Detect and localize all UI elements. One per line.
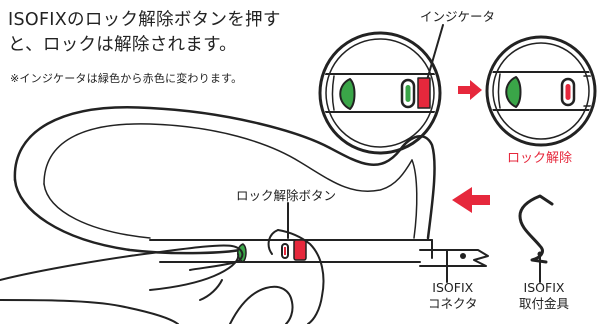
indicator-red-icon xyxy=(565,84,571,100)
unlocked-label: ロック解除 xyxy=(507,151,573,166)
anchor-label-line-2: 取付金具 xyxy=(519,296,570,311)
hands-illustration xyxy=(0,229,325,324)
release-button-label: ロック解除ボタン xyxy=(236,188,337,203)
indicator-green-icon xyxy=(405,85,411,102)
instruction-line-1: ISOFIXのロック解除ボタンを押す xyxy=(8,10,281,30)
release-button-red xyxy=(293,239,307,261)
magnified-view-unlocked xyxy=(485,35,597,147)
car-seat-illustration xyxy=(13,106,489,267)
green-knob-icon xyxy=(339,78,356,110)
magnified-view-locked xyxy=(318,31,442,155)
instruction-text: ISOFIXのロック解除ボタンを押す と、ロックは解除されます。 xyxy=(8,8,318,58)
anchor-label: ISOFIX 取付金具 xyxy=(519,280,569,312)
indicator-label: インジケータ xyxy=(420,9,496,24)
instruction-line-2: と、ロックは解除されます。 xyxy=(8,35,237,55)
arrow-right-icon xyxy=(458,80,482,100)
green-knob-icon-2 xyxy=(505,76,522,108)
isofix-anchor-icon xyxy=(518,194,554,264)
arrow-left-icon xyxy=(452,187,490,213)
connector-label-line-2: コネクタ xyxy=(428,296,478,311)
connector-label-line-1: ISOFIX xyxy=(432,280,474,295)
note-text: ※インジケータは緑色から赤色に変わります。 xyxy=(10,72,243,85)
connector-label: ISOFIX コネクタ xyxy=(428,280,478,312)
anchor-label-line-1: ISOFIX xyxy=(523,280,565,295)
red-tab-locked xyxy=(417,77,431,109)
